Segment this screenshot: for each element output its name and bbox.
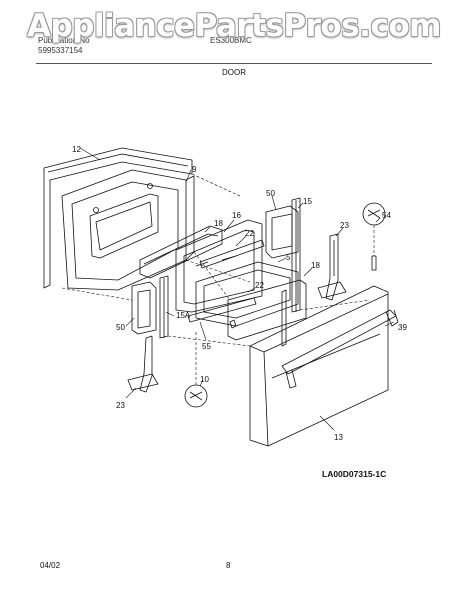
watermark: AppliancePartsPros.com: [27, 8, 441, 44]
header-rule: [36, 63, 432, 64]
door-hinge-right: [317, 233, 347, 301]
trim-screw: [184, 384, 208, 408]
door-side-trim-right: [291, 197, 301, 313]
model-number: ES300BMC: [210, 36, 252, 45]
callout-15a: 15A: [176, 311, 191, 320]
hinge-receptacle-right: [265, 205, 299, 259]
callout-50-upper: 50: [266, 189, 275, 198]
door-side-trim-15a: [159, 275, 169, 339]
callout-12: 12: [72, 145, 81, 154]
callout-9: 9: [192, 165, 197, 174]
footer-date: 04/02: [40, 561, 61, 570]
glass-seal: [227, 279, 307, 341]
callout-13: 13: [334, 433, 343, 442]
callout-18-lower: 18: [311, 261, 320, 270]
callout-10: 10: [200, 375, 209, 384]
callout-23-left: 23: [116, 401, 125, 410]
door-side-trim-left: [281, 289, 287, 347]
callout-55: 55: [202, 342, 211, 351]
callout-15: 15: [303, 197, 312, 206]
callout-50-lower: 50: [116, 323, 125, 332]
callout-18-upper: 18: [214, 219, 223, 228]
glass-retainer: [199, 239, 265, 269]
footer-page-number: 8: [226, 561, 231, 570]
inner-glass: [175, 219, 263, 313]
callout-22-lower: 22: [255, 281, 264, 290]
inner-door-liner: [61, 169, 195, 291]
door-hinge-left: [127, 335, 159, 393]
publication-number: 5995337154: [38, 46, 83, 55]
door-bottom-trim: [187, 297, 257, 329]
hinge-receptacle-left: [131, 281, 157, 335]
diagram-code: LA00D07315-1C: [322, 469, 387, 479]
callout-5: 5: [286, 253, 291, 262]
door-gasket: [43, 147, 193, 289]
callout-22-upper: 22: [245, 229, 254, 238]
callout-23-right: 23: [340, 221, 349, 230]
callout-54: 54: [382, 211, 391, 220]
section-title: DOOR: [222, 68, 246, 77]
outer-door-panel: [249, 285, 389, 447]
callout-39: 39: [398, 323, 407, 332]
door-handle: [281, 309, 399, 389]
inner-glass-frame: [139, 225, 223, 279]
publication-label: Publication No: [38, 36, 90, 45]
callout-16: 16: [232, 211, 241, 220]
